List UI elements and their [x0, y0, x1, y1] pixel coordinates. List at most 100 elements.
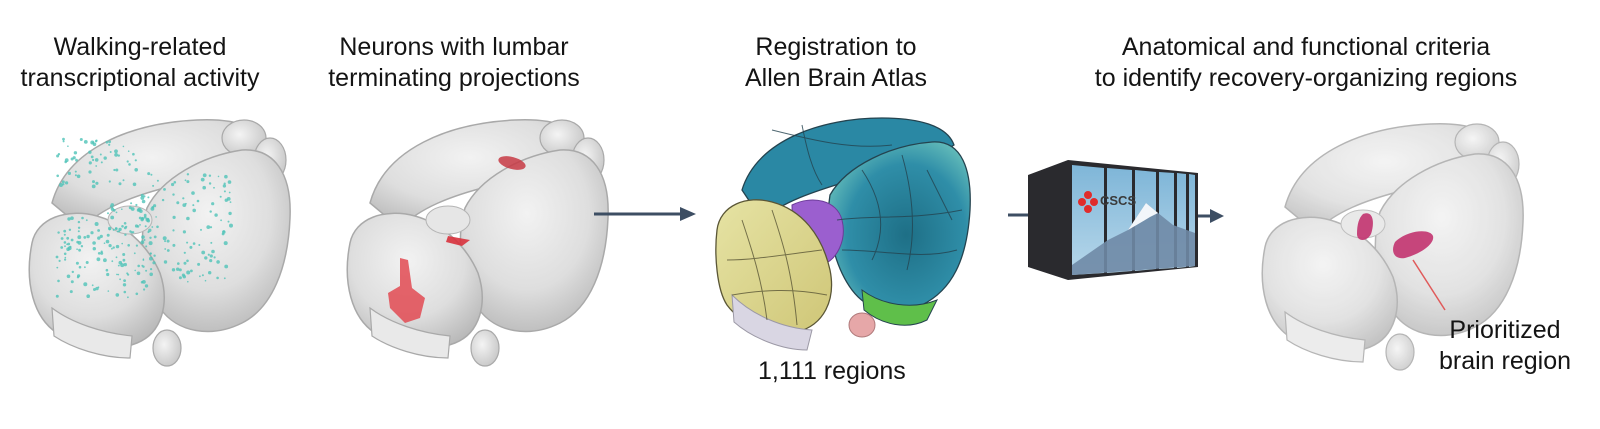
activity-dot — [137, 264, 140, 268]
activity-dot — [189, 245, 193, 249]
activity-dot — [192, 242, 196, 245]
activity-dot — [186, 180, 190, 184]
activity-dot — [122, 258, 126, 262]
activity-dot — [162, 236, 167, 241]
activity-dot — [149, 252, 152, 255]
activity-dot — [185, 202, 187, 205]
activity-dot — [83, 282, 88, 287]
activity-dot — [144, 225, 147, 228]
activity-dot — [108, 140, 111, 144]
activity-dot — [138, 216, 142, 220]
activity-dot — [127, 244, 130, 247]
activity-dot — [182, 197, 185, 200]
activity-dot — [66, 236, 70, 240]
mountain-graphic — [1072, 203, 1195, 275]
activity-dot — [88, 150, 92, 154]
activity-dot — [111, 260, 114, 263]
activity-dot — [201, 250, 206, 255]
activity-dot — [228, 191, 231, 194]
atlas-olfactory — [861, 288, 939, 326]
activity-dot — [117, 264, 120, 267]
activity-dot — [68, 228, 72, 231]
activity-dot — [119, 278, 121, 281]
activity-dot — [129, 230, 132, 233]
activity-dot — [90, 155, 94, 159]
activity-dot — [200, 177, 205, 182]
activity-dot — [115, 244, 120, 249]
activity-dot — [60, 237, 64, 240]
activity-dot — [213, 256, 216, 259]
mountain-snow — [1128, 203, 1158, 230]
panel-title-walking: Walking-related transcriptional activity — [0, 32, 280, 94]
activity-dot — [132, 152, 135, 156]
activity-dot — [202, 173, 207, 178]
red-projection-spots — [388, 156, 526, 323]
activity-dot — [78, 248, 81, 252]
activity-dot — [208, 271, 212, 275]
activity-dot — [110, 207, 115, 211]
activity-dot — [86, 294, 90, 298]
activity-dot — [64, 256, 67, 259]
activity-dot — [143, 213, 147, 217]
activity-dot — [123, 226, 127, 230]
activity-dot — [132, 231, 135, 234]
cscs-label: CSCS — [1100, 193, 1136, 208]
activity-dot — [65, 181, 69, 185]
activity-dot — [135, 244, 138, 247]
activity-dot — [219, 195, 222, 198]
title-line: Anatomical and functional criteria — [1121, 33, 1491, 61]
activity-dot — [62, 140, 65, 143]
activity-dot — [123, 290, 127, 294]
activity-dot — [62, 137, 65, 141]
activity-dot — [67, 145, 69, 147]
activity-dot — [172, 243, 176, 247]
activity-dot — [177, 262, 180, 265]
activity-dot — [59, 183, 63, 187]
activity-dot — [202, 185, 206, 190]
activity-dot — [112, 246, 115, 249]
activity-dot — [79, 138, 83, 141]
panel-title-lumbar: Neurons with lumbar terminating projecti… — [304, 32, 604, 94]
activity-dot — [200, 228, 202, 231]
activity-dot — [152, 184, 155, 187]
activity-dot — [80, 245, 84, 248]
activity-dot — [139, 224, 141, 226]
activity-dot — [134, 224, 139, 228]
activity-dot — [186, 241, 189, 244]
activity-dot — [163, 260, 168, 264]
activity-dot — [140, 193, 144, 197]
activity-dot — [112, 228, 115, 231]
activity-dot — [213, 186, 215, 189]
activity-dot — [223, 241, 228, 246]
activity-dot — [64, 160, 67, 164]
brain-prioritized-regions-image — [1261, 123, 1524, 371]
activity-dot — [208, 174, 212, 177]
activity-dot — [86, 234, 90, 239]
activity-dot — [156, 179, 159, 182]
activity-dot — [117, 273, 120, 276]
atlas-region-borders — [771, 124, 963, 271]
activity-dot — [227, 180, 232, 184]
activity-dot — [111, 247, 113, 250]
activity-dot — [148, 241, 153, 246]
activity-dot — [172, 215, 176, 219]
activity-dot — [56, 174, 59, 178]
activity-dot — [166, 249, 170, 252]
brain-atlas-colored-image — [715, 117, 971, 351]
activity-dot — [72, 156, 76, 160]
activity-dot — [182, 230, 186, 234]
activity-dot — [81, 216, 84, 220]
prioritized-region-label: Prioritized brain region — [1410, 315, 1600, 377]
activity-dot — [224, 264, 229, 269]
activity-dot — [164, 248, 167, 250]
activity-dot — [141, 199, 146, 204]
activity-dot — [57, 279, 60, 283]
activity-dot — [123, 222, 127, 225]
activity-dot — [69, 290, 73, 294]
activity-dot — [64, 245, 66, 248]
activity-dot — [92, 180, 95, 184]
activity-dot — [108, 244, 112, 248]
activity-dot — [116, 273, 118, 276]
activity-dot — [97, 286, 100, 289]
activity-dot — [186, 216, 190, 221]
